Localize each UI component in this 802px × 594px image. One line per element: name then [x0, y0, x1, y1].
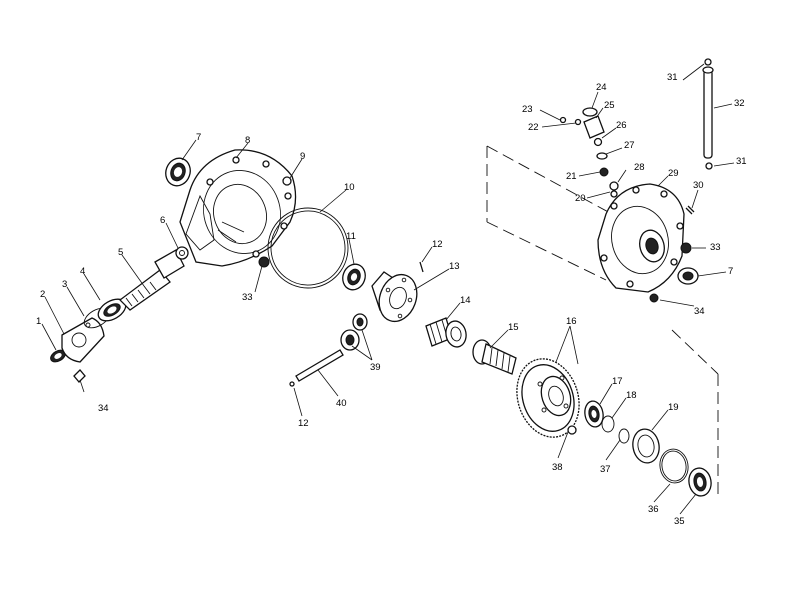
callout-26: 26	[616, 120, 627, 131]
part-22-clip	[574, 118, 582, 126]
part-31-clamp-lower	[705, 162, 713, 170]
callout-18: 18	[626, 390, 637, 401]
callout-24: 24	[596, 82, 607, 93]
part-37-ring	[618, 428, 630, 444]
callout-22: 22	[528, 122, 539, 133]
callout-9: 9	[300, 151, 305, 162]
part-38-bolt	[567, 425, 577, 435]
callout-11: 11	[346, 231, 356, 242]
part-34-bolt-right	[649, 293, 659, 303]
part-39-spider-gears	[340, 313, 368, 351]
part-16-ring-gear	[516, 358, 580, 438]
part-2-cover-plate	[61, 317, 105, 363]
callout-14: 14	[460, 295, 471, 306]
part-8-gear-housing	[179, 149, 297, 267]
part-29-housing-cover	[597, 183, 685, 293]
part-32-vent-tube	[702, 66, 714, 159]
callout-38: 38	[552, 462, 563, 473]
part-12-pin-upper	[419, 261, 424, 273]
callout-4: 4	[80, 266, 85, 277]
callout-15: 15	[508, 322, 519, 333]
callout-30: 30	[693, 180, 704, 191]
callout-32: 32	[734, 98, 745, 109]
part-33-plug-left	[258, 256, 270, 268]
callout-36: 36	[648, 504, 659, 515]
callout-28: 28	[634, 162, 645, 173]
part-23-clip	[559, 116, 567, 124]
leader-lines	[41, 63, 735, 515]
callout-20: 20	[575, 193, 586, 204]
part-26-washer	[593, 137, 603, 147]
part-15-output-shaft	[472, 339, 517, 375]
callout-34-left: 34	[98, 403, 109, 414]
callout-25: 25	[604, 100, 615, 111]
callout-37: 37	[600, 464, 611, 475]
callout-17: 17	[612, 376, 623, 387]
callout-5: 5	[118, 247, 123, 258]
part-33-plug-right	[680, 242, 692, 254]
callout-8: 8	[245, 135, 250, 146]
part-25-valve	[583, 115, 605, 139]
callout-3: 3	[62, 279, 67, 290]
callout-39: 39	[370, 362, 381, 373]
part-36-o-ring	[659, 448, 689, 484]
callout-10: 10	[344, 182, 355, 193]
callout-2: 2	[40, 289, 45, 300]
callout-6: 6	[160, 215, 165, 226]
callout-23: 23	[522, 104, 533, 115]
callout-12-lower: 12	[298, 418, 309, 429]
part-7-seal-right	[677, 267, 699, 285]
breather-assembly	[559, 107, 619, 198]
callout-35: 35	[674, 516, 685, 527]
part-40-cross-shaft	[289, 349, 344, 387]
part-13-diff-carrier	[371, 271, 418, 323]
callout-19: 19	[668, 402, 679, 413]
callout-16: 16	[566, 316, 577, 327]
part-5-pinion-shaft	[119, 249, 185, 311]
part-6-bushing	[175, 246, 189, 260]
part-4-bearing	[97, 298, 127, 322]
callout-1: 1	[36, 316, 41, 327]
part-35-bearing	[688, 467, 712, 497]
callout-12-upper: 12	[432, 239, 443, 250]
part-28-nut	[609, 181, 619, 191]
callout-13: 13	[449, 261, 460, 272]
part-27-seal	[596, 152, 608, 160]
part-7-seal-left	[165, 157, 191, 187]
callout-7-right: 7	[728, 266, 733, 277]
callout-7-left: 7	[196, 132, 201, 143]
callout-21: 21	[566, 171, 577, 182]
callout-labels: 1 2 3 4 5 6 7 7 8 9 10 11 12 12 13 14 15…	[36, 72, 747, 527]
callout-31-upper: 31	[667, 72, 678, 83]
part-34-bolt-left	[73, 369, 86, 393]
part-20-washer	[610, 190, 618, 198]
callout-29: 29	[668, 168, 679, 179]
part-10-large-o-ring	[267, 207, 349, 289]
part-24-cap	[582, 107, 598, 117]
part-14-pinion-gear	[425, 317, 467, 348]
part-19-seal	[632, 428, 660, 464]
part-21-ball	[599, 167, 609, 177]
part-9-bolt	[282, 176, 292, 186]
assembly-guide-lines	[486, 145, 719, 500]
callout-27: 27	[624, 140, 635, 151]
part-30-bolt	[685, 205, 695, 215]
callout-33-right: 33	[710, 242, 721, 253]
part-17-bearing	[584, 400, 604, 428]
callout-33-left: 33	[242, 292, 253, 303]
callout-40: 40	[336, 398, 347, 409]
part-18-ring	[601, 415, 615, 433]
callout-34-right: 34	[694, 306, 705, 317]
callout-31-lower: 31	[736, 156, 747, 167]
part-11-seal	[342, 263, 366, 291]
part-31-clamp-upper	[704, 58, 712, 66]
